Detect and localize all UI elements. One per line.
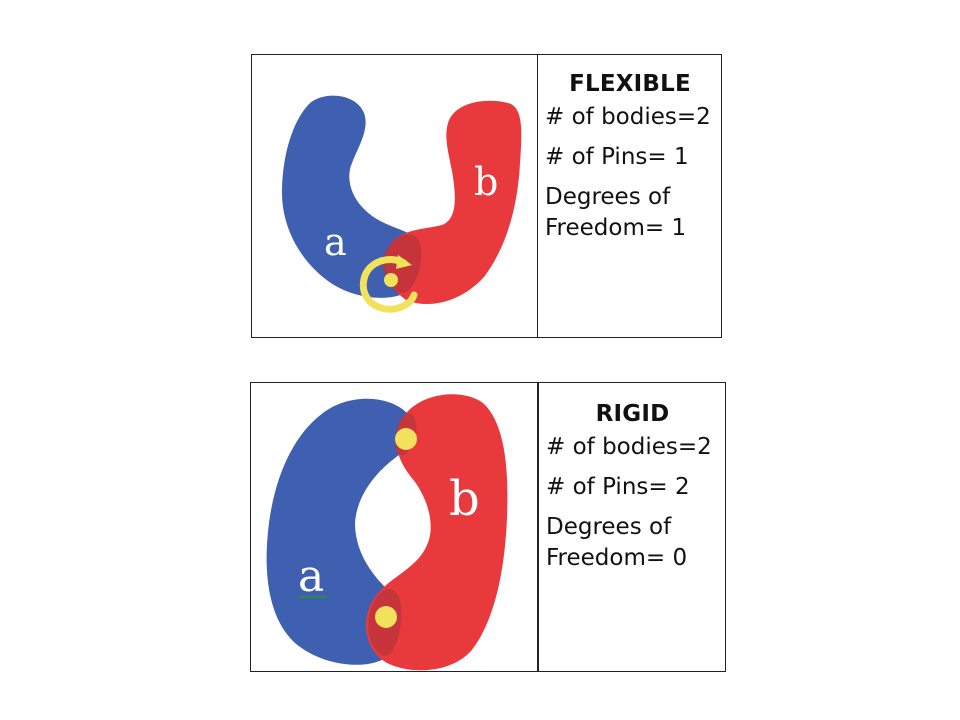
top-pin-icon bbox=[395, 428, 417, 450]
body-b-label: b bbox=[474, 160, 498, 204]
flexible-title: FLEXIBLE bbox=[569, 71, 691, 97]
rigid-degrees-of-freedom: Degrees of Freedom= 0 bbox=[546, 514, 688, 572]
pin-icon bbox=[384, 273, 398, 287]
rigid-title: RIGID bbox=[595, 401, 670, 427]
flexible-diagram-svg: a b bbox=[282, 95, 522, 313]
flexible-pins-count: # of Pins= 1 bbox=[545, 144, 689, 171]
body-a-shape bbox=[282, 95, 420, 298]
rigid-diagram: a b bbox=[251, 383, 539, 671]
rigid-info: RIGID # of bodies=2 # of Pins= 2 Degrees… bbox=[537, 383, 725, 583]
rigid-panel: a b RIGID # of bodies=2 # of Pins= 2 Deg… bbox=[250, 382, 726, 672]
flexible-degrees-of-freedom: Degrees of Freedom= 1 bbox=[545, 184, 687, 242]
rigid-pins-count: # of Pins= 2 bbox=[546, 474, 690, 501]
flexible-panel: a b FLEXIBLE # of bodies=2 # of Pins= 1 … bbox=[251, 54, 722, 338]
body-a-label: a bbox=[324, 220, 347, 264]
rotation-arrow-icon bbox=[359, 256, 418, 313]
rotation-arrow-head-icon bbox=[396, 255, 412, 269]
body-b-shape bbox=[365, 394, 508, 671]
flexible-info: FLEXIBLE # of bodies=2 # of Pins= 1 Degr… bbox=[536, 55, 721, 253]
rigid-diagram-svg: a b bbox=[266, 394, 508, 671]
bottom-pin-icon bbox=[375, 606, 397, 628]
body-a-label: a bbox=[298, 551, 324, 602]
rigid-bodies-count: # of bodies=2 bbox=[546, 434, 712, 461]
flexible-bodies-count: # of bodies=2 bbox=[545, 104, 711, 131]
body-b-label: b bbox=[449, 471, 480, 527]
flexible-diagram: a b bbox=[252, 55, 538, 337]
